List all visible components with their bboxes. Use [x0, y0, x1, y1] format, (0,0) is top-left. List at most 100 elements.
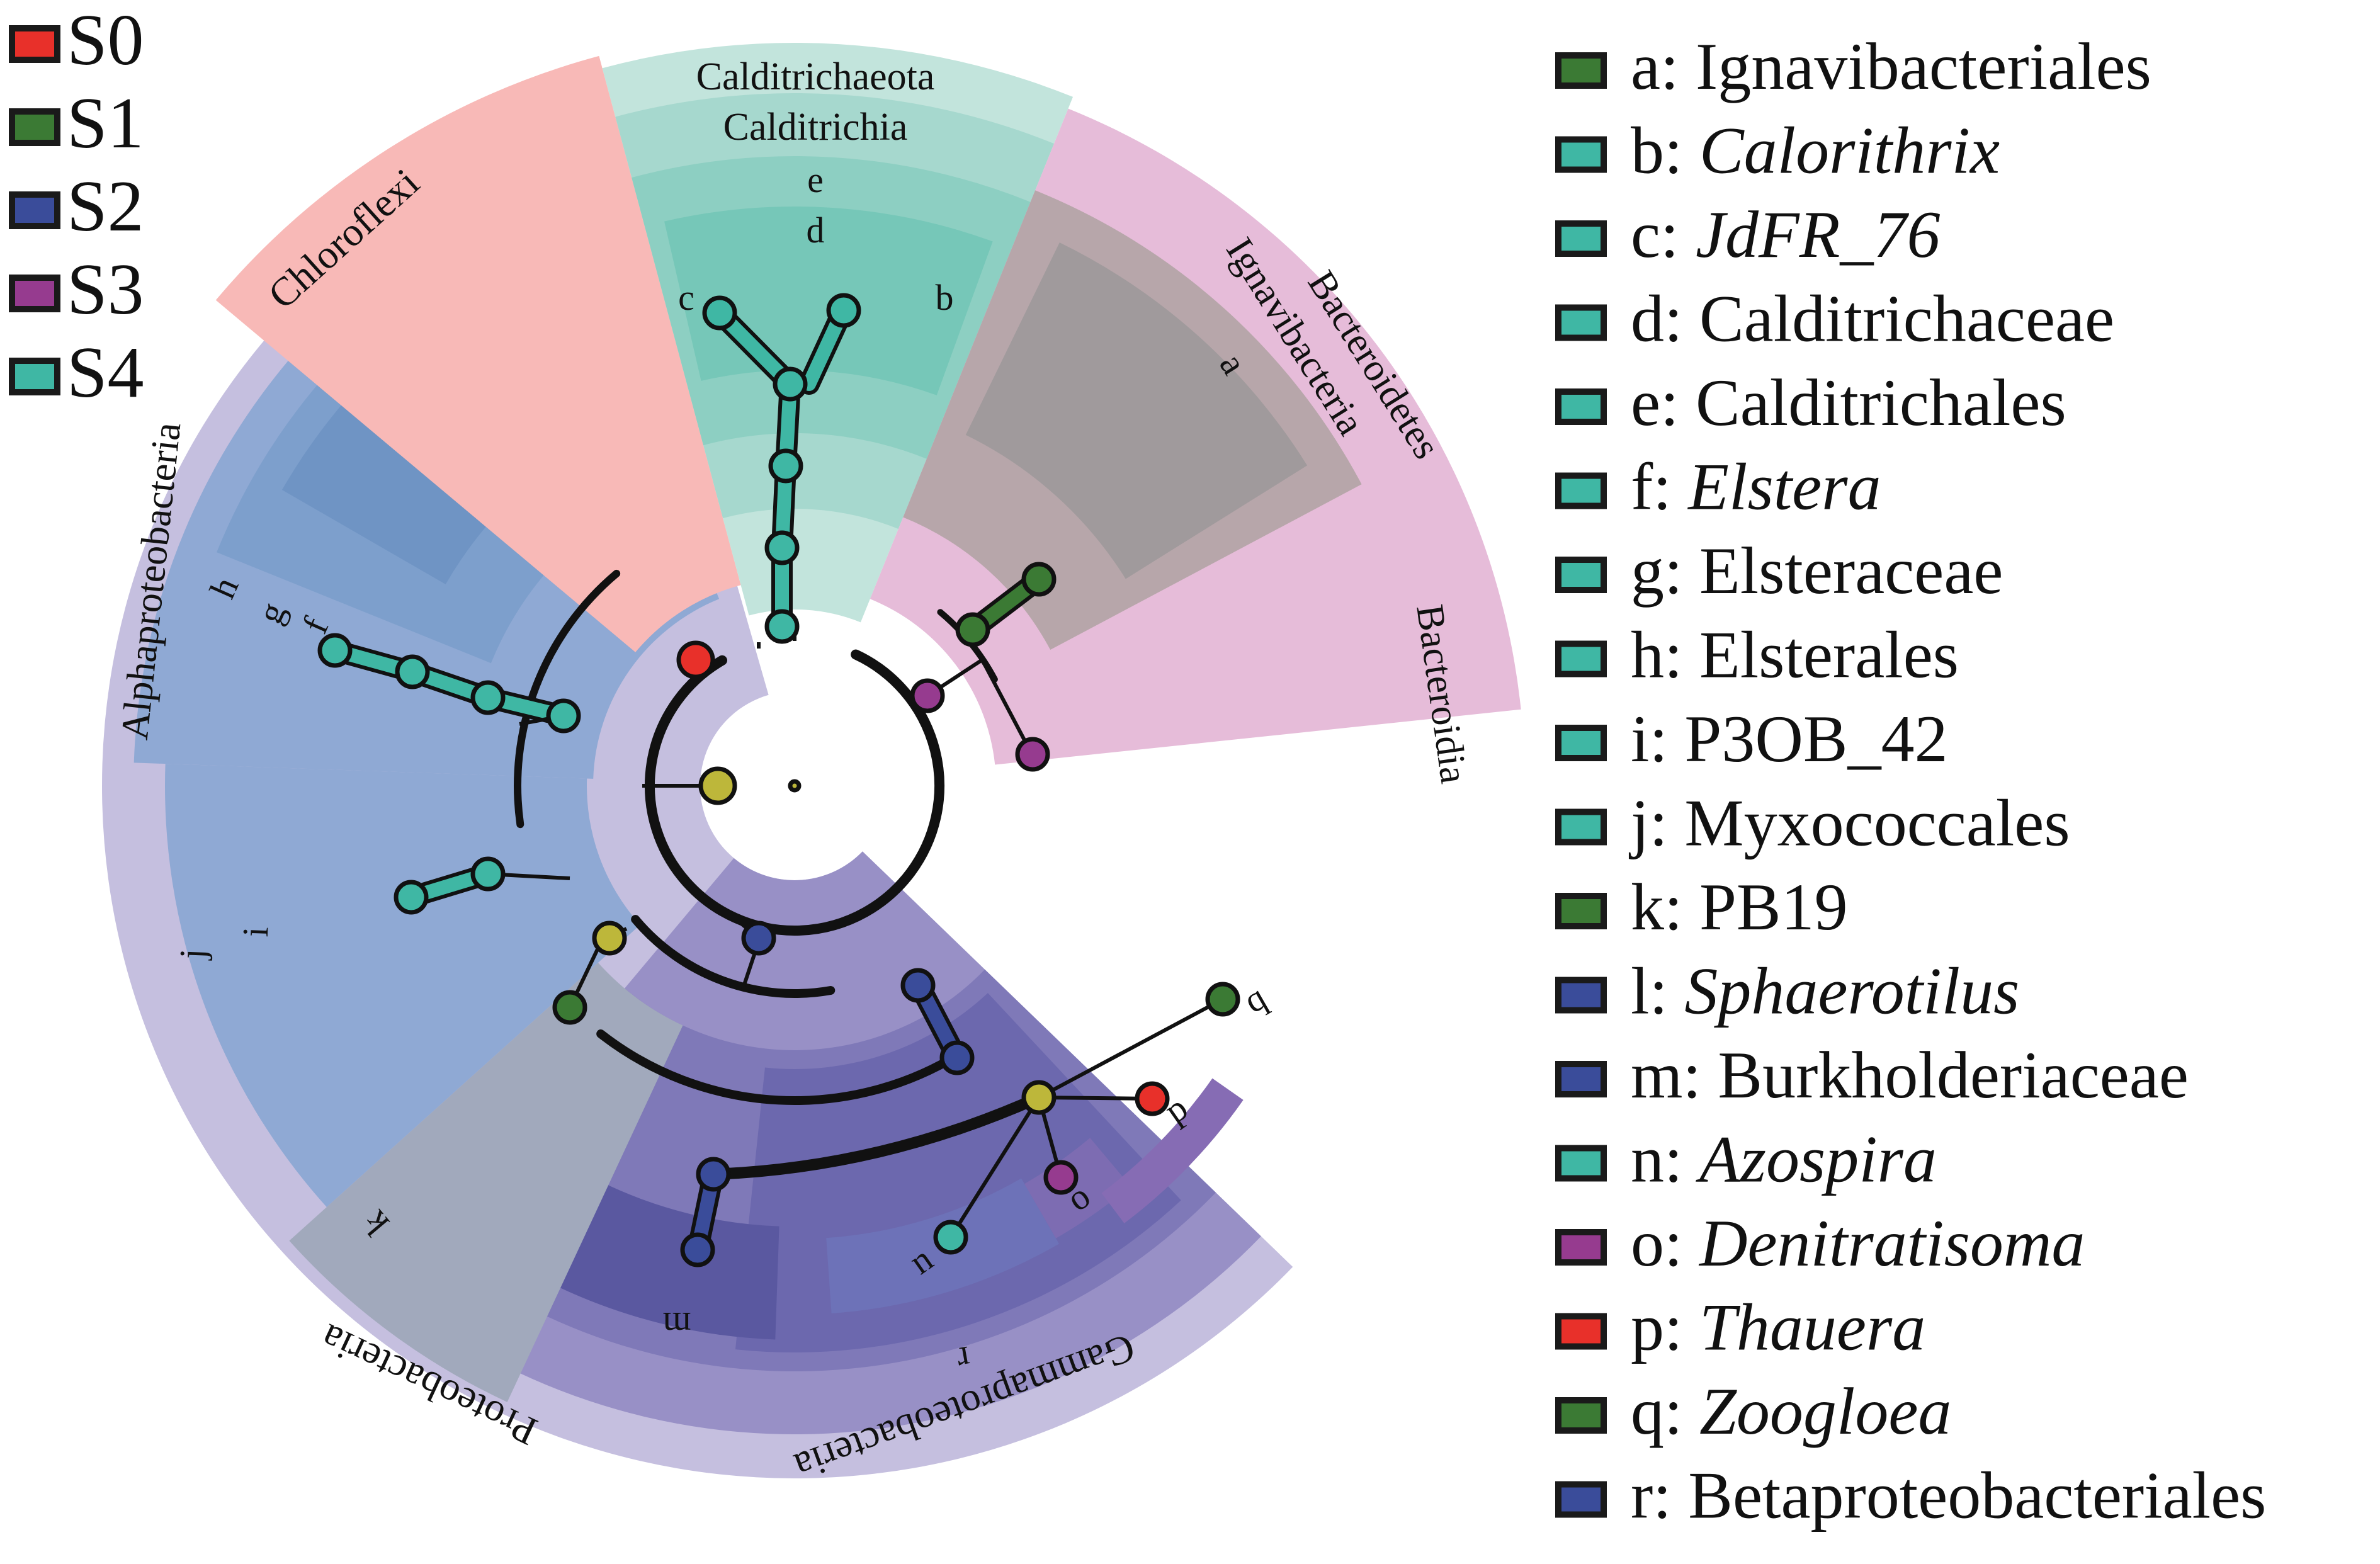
b-node: [826, 293, 861, 328]
taxa-name-q: Zoogloea: [1699, 1374, 1951, 1448]
taxa-label-j: j: Myxococcales: [1628, 786, 2070, 860]
taxa-label-l: l: Sphaerotilus: [1631, 955, 2019, 1028]
taxa-key-f: f:: [1631, 450, 1688, 524]
taxa-key-a: a:: [1631, 30, 1696, 103]
root-node: [788, 779, 802, 793]
taxa-name-h: Elsterales: [1699, 618, 1959, 692]
taxa-name-n: Azospira: [1696, 1123, 1937, 1196]
taxa-key-p: p:: [1631, 1291, 1699, 1364]
p-node: [1135, 1081, 1170, 1116]
taxa-name-k: PB19: [1699, 870, 1848, 944]
clade-letter-b: b: [936, 277, 954, 318]
g-node: [395, 654, 430, 689]
taxa-swatch-fill-j: [1561, 815, 1601, 839]
taxa-key-n: n:: [1631, 1123, 1699, 1196]
taxa-key-l: l:: [1631, 955, 1684, 1028]
legend-label-s4: S4: [67, 332, 144, 413]
alpha-node: [546, 698, 581, 734]
taxa-name-r: Betaproteobacteriales: [1688, 1459, 2266, 1533]
taxa-name-d: Calditrichaceae: [1699, 282, 2114, 356]
clade-letter-e: e: [807, 159, 824, 200]
h-node: [470, 680, 506, 715]
taxa-key-m: m:: [1631, 1038, 1718, 1112]
sphaerotilus-node: [900, 968, 936, 1003]
label-calditrichia: Calditrichia: [723, 106, 908, 149]
taxa-swatch-fill-f: [1561, 479, 1601, 503]
taxa-key-g: g:: [1631, 534, 1699, 608]
taxa-swatch-fill-p: [1561, 1319, 1601, 1344]
m2-node: [680, 1232, 715, 1267]
q-node: [1205, 982, 1240, 1017]
taxa-name-b: Calorithrix: [1699, 114, 2000, 188]
legend-label-s3: S3: [67, 249, 144, 330]
taxa-swatch-fill-i: [1561, 731, 1601, 755]
bacteroidia-node: [1015, 737, 1050, 772]
taxa-label-r: r: Betaproteobacteriales: [1631, 1459, 2266, 1533]
legend-swatch-fill-s1: [15, 115, 54, 140]
betaproteobacteriales-branch-arc: [596, 1029, 966, 1105]
alphaproteobacteria-branch-arc: [514, 569, 621, 829]
taxa-label-a: a: Ignavibacteriales: [1631, 30, 2151, 103]
label-calditrichaeota: Calditrichaeota: [696, 55, 935, 98]
taxa-name-a: Ignavibacteriales: [1696, 30, 2151, 103]
taxa-label-o: o: Denitratisoma: [1631, 1206, 2085, 1280]
taxa-swatch-fill-e: [1561, 395, 1601, 419]
calditrichia-node: [764, 530, 800, 565]
legend-label-s1: S1: [67, 83, 144, 164]
root-branch-arc: [644, 649, 944, 936]
calditrichaeota-node: [764, 609, 800, 644]
taxa-swatch-fill-h: [1561, 647, 1601, 671]
calditrichales-node: [768, 448, 803, 484]
taxa-name-o: Denitratisoma: [1698, 1206, 2085, 1280]
clade-letter-q: q: [1237, 977, 1273, 1021]
taxa-label-q: q: Zoogloea: [1631, 1374, 1951, 1448]
ignavibacteria-node: [955, 612, 990, 647]
taxa-swatch-fill-a: [1561, 59, 1601, 82]
proteobacteria-node: [592, 921, 627, 956]
legend-label-s0: S0: [67, 0, 144, 81]
chloroflexi-node: [676, 640, 715, 679]
p-spoke: [1038, 1096, 1153, 1101]
bacteria-node: [698, 766, 737, 805]
chloroflexi-sector: [215, 55, 741, 652]
o-sector: [1024, 1138, 1131, 1238]
taxa-label-d: d: Calditrichaceae: [1631, 282, 2114, 356]
taxa-label-h: h: Elsterales: [1631, 618, 1959, 692]
taxa-key-e: e:: [1631, 366, 1696, 439]
a-node: [1021, 562, 1057, 597]
clade-letter-m: m: [662, 1305, 691, 1346]
taxa-name-e: Calditrichales: [1696, 366, 2066, 439]
taxa-swatch-fill-n: [1561, 1151, 1601, 1176]
k-node: [552, 990, 587, 1025]
f-node: [317, 633, 353, 668]
calditrichales-branch: [775, 377, 797, 633]
n-node: [933, 1220, 968, 1255]
j-node: [394, 880, 429, 915]
q-spoke: [1038, 997, 1224, 1099]
taxa-swatch-fill-q: [1561, 1403, 1601, 1427]
cladogram-nodes: [317, 293, 1240, 1267]
legend-swatch-fill-s3: [15, 281, 54, 306]
legend-swatch-fill-s0: [15, 31, 54, 57]
taxa-swatch-fill-b: [1561, 142, 1601, 167]
taxa-swatch-fill-l: [1561, 983, 1601, 1007]
i-node: [470, 856, 506, 892]
taxa-key-q: q:: [1631, 1374, 1699, 1448]
taxa-name-m: Burkholderiaceae: [1718, 1038, 2189, 1112]
taxa-label-e: e: Calditrichales: [1631, 366, 2066, 439]
taxa-swatch-fill-o: [1561, 1235, 1601, 1259]
taxa-key-h: h:: [1631, 618, 1699, 692]
taxa-key-r: r:: [1631, 1459, 1688, 1533]
o-node: [1043, 1160, 1079, 1195]
bacteroidetes-node: [910, 678, 945, 713]
taxa-swatch-fill-g: [1561, 563, 1601, 587]
l-node: [939, 1040, 975, 1075]
taxa-key-d: d:: [1631, 282, 1699, 356]
m-sector: [552, 1182, 779, 1340]
taxa-name-l: Sphaerotilus: [1684, 955, 2019, 1028]
taxa-key-j: j:: [1628, 786, 1684, 860]
taxa-label-c: c: JdFR_76: [1631, 198, 1941, 271]
